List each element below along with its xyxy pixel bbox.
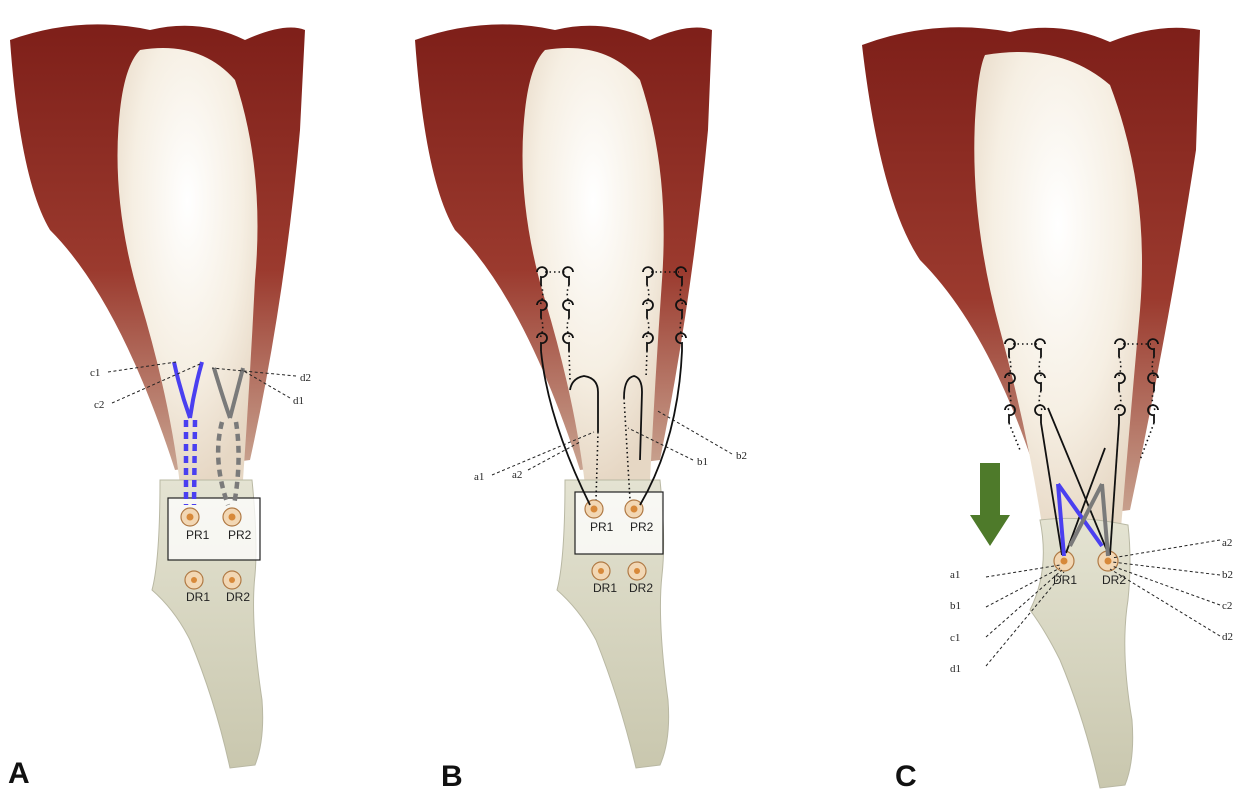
suture-label-b2: b2 [736, 450, 747, 462]
panel-b: PR1 PR2 DR1 DR2 [415, 24, 747, 790]
panel-letter-a: A [8, 757, 30, 790]
panel-c: DR1 DR2 [862, 27, 1233, 790]
suture-label-a2: a2 [1222, 537, 1232, 549]
suture-label-d2: d2 [300, 372, 311, 384]
panel-letter-c: C [895, 760, 917, 790]
anchor-dr1 [185, 571, 203, 589]
panel-a: PR1 PR2 DR1 DR2 c1 c2 d2 d1 A [8, 24, 311, 790]
suture-label-b2: b2 [1222, 569, 1233, 581]
suture-label-c2: c2 [94, 399, 104, 411]
anchor-dr2 [628, 562, 646, 580]
suture-label-b1: b1 [950, 600, 961, 612]
suture-label-b1: b1 [697, 456, 708, 468]
suture-label-d1: d1 [950, 663, 961, 675]
anchor-label-dr1: DR1 [593, 581, 617, 595]
suture-label-d1: d1 [293, 395, 304, 407]
down-arrow-icon [970, 463, 1010, 546]
suture-label-c1: c1 [950, 632, 960, 644]
anchor-pr1 [181, 508, 199, 526]
anchor-label-dr2: DR2 [1102, 573, 1126, 587]
anchor-dr2 [223, 571, 241, 589]
suture-label-d2: d2 [1222, 631, 1233, 643]
anchor-label-pr2: PR2 [228, 528, 252, 542]
suture-label-a1: a1 [474, 471, 484, 483]
tendon [118, 48, 258, 485]
suture-label-a2: a2 [512, 469, 522, 481]
suture-label-c2: c2 [1222, 600, 1232, 612]
panel-letter-b: B [441, 760, 463, 790]
anchor-label-pr1: PR1 [186, 528, 210, 542]
anchor-dr1 [592, 562, 610, 580]
anchor-label-pr1: PR1 [590, 520, 614, 534]
suture-label-a1: a1 [950, 569, 960, 581]
anchor-label-dr2: DR2 [226, 590, 250, 604]
anchor-pr1 [585, 500, 603, 518]
suture-label-c1: c1 [90, 367, 100, 379]
anchor-label-dr1: DR1 [186, 590, 210, 604]
anchor-label-pr2: PR2 [630, 520, 654, 534]
anchor-label-dr2: DR2 [629, 581, 653, 595]
anchor-pr2 [223, 508, 241, 526]
